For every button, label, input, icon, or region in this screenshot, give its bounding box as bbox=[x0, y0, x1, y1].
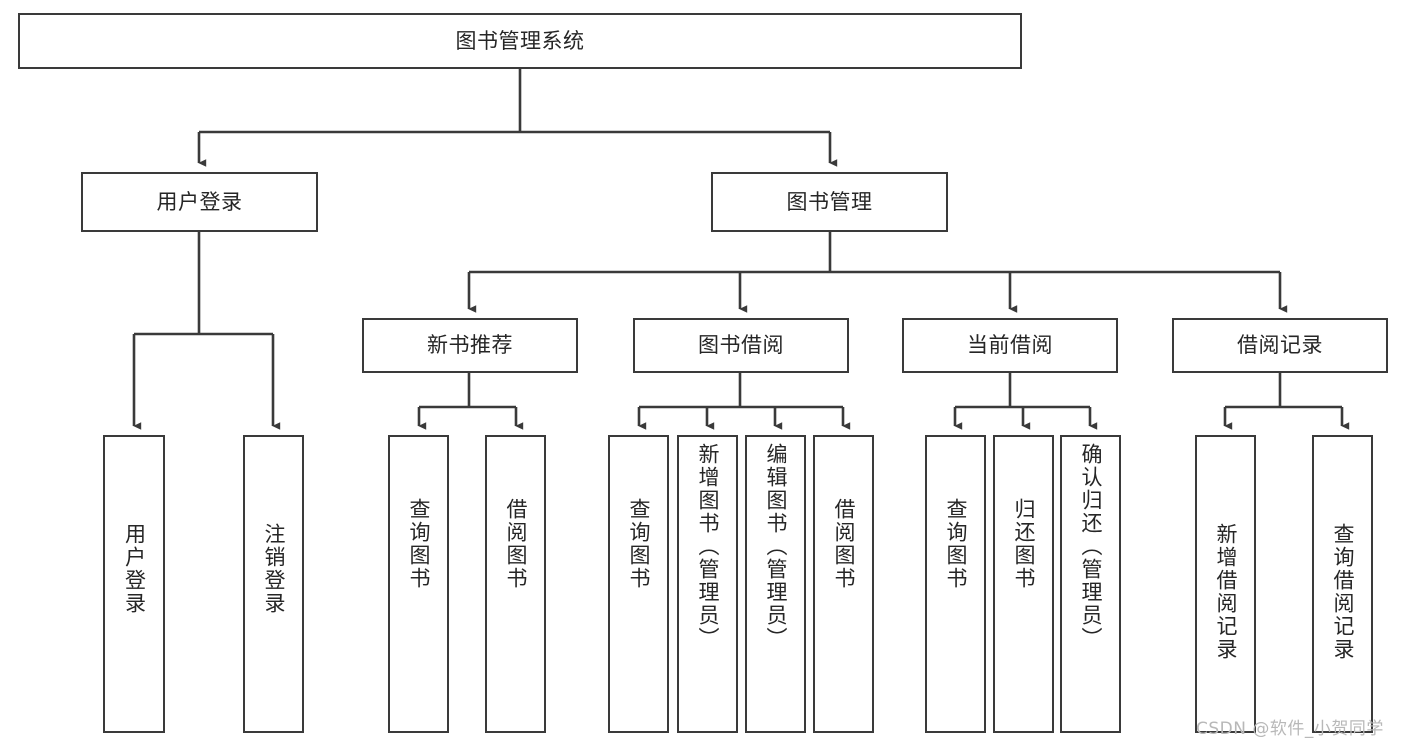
node-current-borrow-label: 当前借阅 bbox=[967, 333, 1053, 358]
node-book-borrow[interactable]: 图书借阅 bbox=[633, 318, 849, 373]
node-leaf-query-book-1[interactable]: 查询图书 bbox=[388, 435, 449, 733]
node-leaf-add-record[interactable]: 新增借阅记录 bbox=[1195, 435, 1256, 733]
node-leaf-confirm-return[interactable]: 确认归还（管理员） bbox=[1060, 435, 1121, 733]
node-leaf-query-book-1-label: 查询图书 bbox=[407, 498, 431, 590]
node-leaf-query-record[interactable]: 查询借阅记录 bbox=[1312, 435, 1373, 733]
node-user-login-label: 用户登录 bbox=[156, 189, 243, 214]
node-user-login[interactable]: 用户登录 bbox=[81, 172, 318, 232]
node-book-manage[interactable]: 图书管理 bbox=[711, 172, 948, 232]
node-leaf-borrow-book-1[interactable]: 借阅图书 bbox=[485, 435, 546, 733]
node-leaf-borrow-book-1-label: 借阅图书 bbox=[504, 498, 528, 590]
node-leaf-return-book[interactable]: 归还图书 bbox=[993, 435, 1054, 733]
node-leaf-user-logout-label: 注销登录 bbox=[262, 523, 286, 615]
node-leaf-edit-book-label: 编辑图书（管理员） bbox=[764, 443, 788, 650]
node-leaf-query-book-2[interactable]: 查询图书 bbox=[608, 435, 669, 733]
node-borrow-record[interactable]: 借阅记录 bbox=[1172, 318, 1388, 373]
node-leaf-add-book[interactable]: 新增图书（管理员） bbox=[677, 435, 738, 733]
node-leaf-edit-book[interactable]: 编辑图书（管理员） bbox=[745, 435, 806, 733]
node-book-borrow-label: 图书借阅 bbox=[698, 333, 784, 358]
node-root-label: 图书管理系统 bbox=[455, 28, 585, 53]
node-leaf-user-logout[interactable]: 注销登录 bbox=[243, 435, 304, 733]
node-leaf-confirm-return-label: 确认归还（管理员） bbox=[1079, 443, 1103, 650]
csdn-watermark: CSDN @软件_小贺同学 bbox=[1196, 719, 1384, 739]
node-leaf-borrow-book-2[interactable]: 借阅图书 bbox=[813, 435, 874, 733]
node-new-book-rec-label: 新书推荐 bbox=[427, 333, 513, 358]
node-leaf-add-book-label: 新增图书（管理员） bbox=[696, 443, 720, 650]
node-new-book-rec[interactable]: 新书推荐 bbox=[362, 318, 578, 373]
node-leaf-borrow-book-2-label: 借阅图书 bbox=[832, 498, 856, 590]
node-leaf-query-book-2-label: 查询图书 bbox=[627, 498, 651, 590]
node-leaf-query-book-3[interactable]: 查询图书 bbox=[925, 435, 986, 733]
node-leaf-user-login-label: 用户登录 bbox=[122, 523, 147, 615]
node-leaf-add-record-label: 新增借阅记录 bbox=[1214, 523, 1238, 661]
node-root[interactable]: 图书管理系统 bbox=[18, 13, 1022, 69]
node-leaf-user-login[interactable]: 用户登录 bbox=[103, 435, 165, 733]
node-borrow-record-label: 借阅记录 bbox=[1237, 333, 1323, 358]
node-current-borrow[interactable]: 当前借阅 bbox=[902, 318, 1118, 373]
node-leaf-query-record-label: 查询借阅记录 bbox=[1331, 523, 1355, 661]
node-book-manage-label: 图书管理 bbox=[786, 189, 873, 214]
node-leaf-return-book-label: 归还图书 bbox=[1012, 498, 1036, 590]
node-leaf-query-book-3-label: 查询图书 bbox=[944, 498, 968, 590]
